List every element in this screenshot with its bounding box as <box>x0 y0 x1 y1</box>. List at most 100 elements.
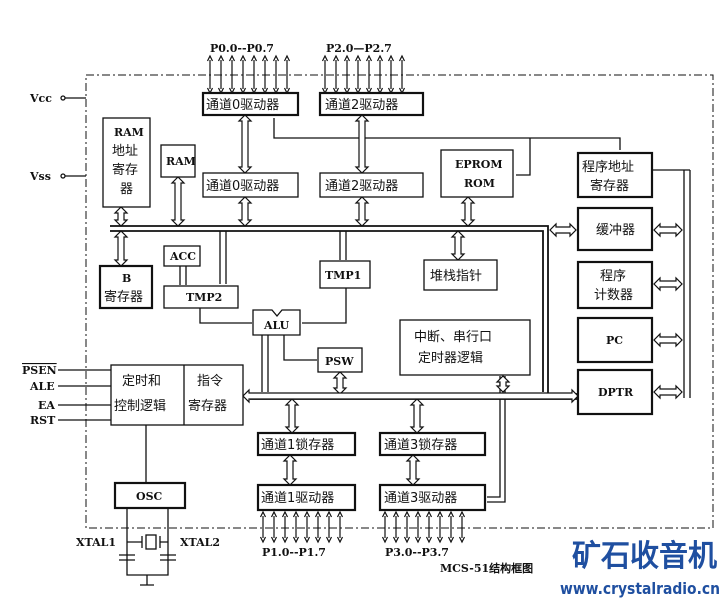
svg-text:定时器逻辑: 定时器逻辑 <box>418 351 483 366</box>
pc: PC <box>576 316 654 364</box>
p2-addr-line <box>273 118 621 176</box>
counter-right-arrow <box>653 276 683 292</box>
p1-latch-driver-arrow <box>282 454 298 486</box>
p2-pin-arrow <box>398 54 406 95</box>
psw: PSW <box>317 347 363 373</box>
p3-latch-bus-arrow <box>409 398 425 434</box>
bus-buffer-arrow <box>549 222 577 238</box>
control-signals <box>58 369 111 421</box>
p1-latch-bus-arrow <box>284 398 300 434</box>
acc-to-tmp2 <box>179 266 187 285</box>
interrupt-bus-arrow <box>495 375 511 393</box>
diagram-title: MCS-51结构框图 <box>440 561 533 575</box>
p2-driver-2: 通道2驱动器 <box>319 172 424 198</box>
svg-text:程序: 程序 <box>600 269 626 284</box>
eprom-bus-arrow <box>460 196 476 227</box>
svg-text:TMP1: TMP1 <box>325 269 361 282</box>
p1-pin-arrow <box>281 510 289 544</box>
p1-pin-arrow <box>270 510 278 544</box>
svg-text:PC: PC <box>606 334 623 347</box>
svg-text:指令: 指令 <box>197 374 223 389</box>
p0-bus-arrow <box>237 114 253 174</box>
stack-bus-arrow <box>450 230 466 261</box>
svg-text:DPTR: DPTR <box>598 386 634 399</box>
interrupt-to-p3 <box>487 376 506 503</box>
xtal2-label: XTAL2 <box>180 536 220 549</box>
p1-pin-arrow <box>259 510 267 544</box>
svg-text:OSC: OSC <box>136 490 163 503</box>
crystal-circuit <box>119 508 176 586</box>
lower-bus-arrow <box>242 388 579 404</box>
ram-bus-arrow <box>170 176 186 227</box>
vss-label: Vss <box>29 170 51 183</box>
tmp1: TMP1 <box>319 260 371 289</box>
p3-driver: 通道3驱动器 <box>378 483 487 512</box>
svg-text:PSW: PSW <box>325 355 354 368</box>
tmp1-to-alu <box>302 288 347 324</box>
pc-right-arrow <box>653 332 683 348</box>
svg-text:定时和: 定时和 <box>122 374 161 389</box>
p0-label: P0.0--P0.7 <box>210 42 274 55</box>
svg-text:寄存器: 寄存器 <box>590 178 629 194</box>
signal-rst: RST <box>30 414 56 427</box>
signal-ale: ALE <box>29 380 55 393</box>
xtal1-label: XTAL1 <box>76 536 116 549</box>
p2-label: P2.0—P2.7 <box>326 42 392 55</box>
svg-text:寄存器: 寄存器 <box>104 289 143 305</box>
chip-boundary <box>85 74 714 529</box>
svg-text:ACC: ACC <box>169 250 196 263</box>
svg-text:RAM: RAM <box>114 126 144 139</box>
p3-latch: 通道3锁存器 <box>378 431 487 457</box>
buffer-right-arrow <box>653 222 683 238</box>
internal-bus-upper <box>110 225 549 397</box>
svg-text:通道3锁存器: 通道3锁存器 <box>384 437 457 453</box>
acc: ACC <box>163 245 201 267</box>
ram: RAM <box>160 144 196 178</box>
p1-label: P1.0--P1.7 <box>262 546 326 559</box>
svg-text:通道2驱动器: 通道2驱动器 <box>325 179 398 194</box>
svg-text:通道1锁存器: 通道1锁存器 <box>261 437 334 453</box>
p1-pin-arrow <box>303 510 311 544</box>
svg-text:ROM: ROM <box>464 177 495 190</box>
svg-text:程序地址: 程序地址 <box>582 160 634 175</box>
p2-bus-arrow <box>354 114 370 174</box>
p3-pin-arrow <box>458 510 466 544</box>
dptr-right-arrow <box>653 384 683 400</box>
stack-pointer: 堆栈指针 <box>423 259 498 291</box>
svg-text:控制逻辑: 控制逻辑 <box>114 399 166 414</box>
watermark-logo: 矿石收音机 <box>572 539 717 574</box>
svg-text:寄存器: 寄存器 <box>188 398 227 414</box>
svg-text:通道0驱动器: 通道0驱动器 <box>206 98 279 113</box>
p0-driver-bus-arrow <box>237 196 253 227</box>
p2-driver-bus-arrow <box>354 196 370 227</box>
tmp2: TMP2 <box>163 285 239 309</box>
svg-text:寄存: 寄存 <box>112 162 138 178</box>
address-bus-right <box>652 169 691 398</box>
svg-text:通道0驱动器: 通道0驱动器 <box>206 179 279 194</box>
psw-bus-arrow <box>332 371 348 395</box>
signal-psen: PSEN <box>22 364 57 377</box>
buffer: 缓冲器 <box>576 206 654 252</box>
alu-to-bus <box>261 335 269 392</box>
watermark-url: www.crystalradio.cn <box>560 579 720 598</box>
p3-pin-arrow <box>392 510 400 544</box>
p3-pin-arrow <box>447 510 455 544</box>
p3-pin-arrow <box>414 510 422 544</box>
p3-pin-arrow <box>381 510 389 544</box>
svg-text:计数器: 计数器 <box>594 288 633 303</box>
p3-pin-arrow <box>403 510 411 544</box>
bus-to-tmp2 <box>219 231 227 284</box>
p1-pin-arrow <box>325 510 333 544</box>
p3-label: P3.0--P3.7 <box>385 546 449 559</box>
b-reg-bus-arrow <box>113 230 129 267</box>
p1-driver: 通道1驱动器 <box>256 483 357 512</box>
p1-pin-arrow <box>292 510 300 544</box>
osc: OSC <box>113 481 187 510</box>
